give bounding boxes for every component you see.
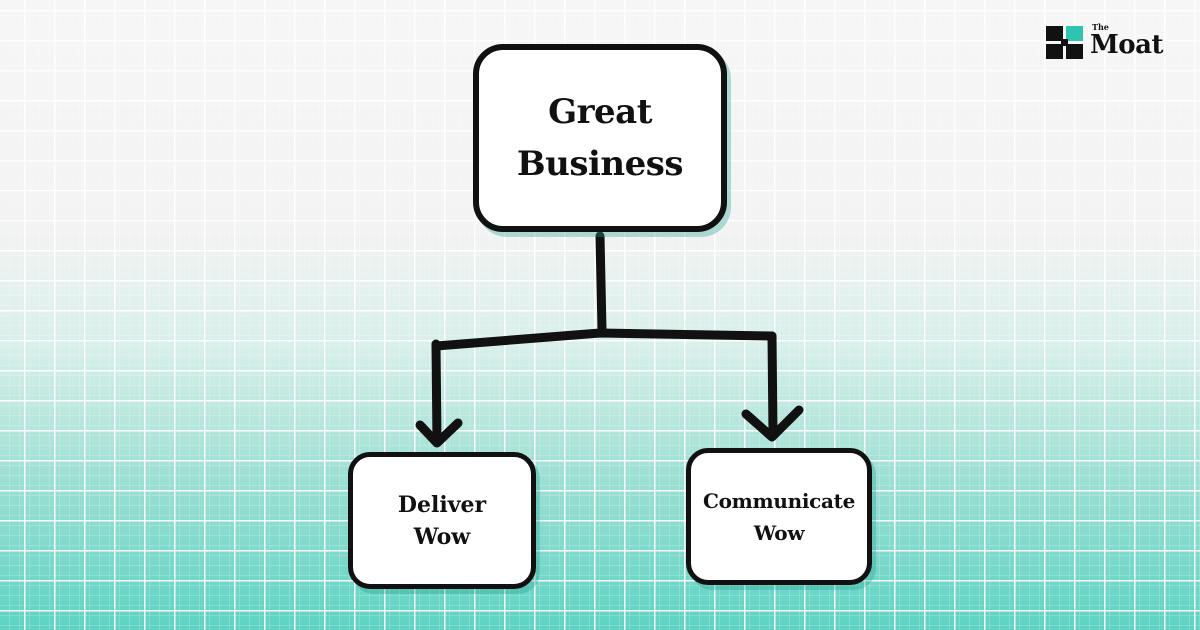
connector-stem xyxy=(595,231,607,335)
node-great-business-label: Great Business xyxy=(516,92,684,184)
connector-right-drop xyxy=(767,331,778,439)
node-deliver-wow-label: Deliver Wow xyxy=(397,491,487,550)
arrowhead-right xyxy=(741,405,804,442)
connector-branch xyxy=(431,328,777,351)
node-deliver-wow: Deliver Wow xyxy=(348,452,536,589)
brand-logo: The Moat xyxy=(1046,22,1163,60)
brand-name: Moat xyxy=(1090,30,1163,60)
arrowhead-left xyxy=(415,418,463,448)
node-communicate-wow: Communicate Wow xyxy=(686,448,872,585)
node-great-business: Great Business xyxy=(473,44,727,232)
connector-left-drop xyxy=(431,339,442,447)
moat-logo-icon xyxy=(1046,26,1086,60)
brand-small-word: The xyxy=(1092,22,1109,32)
node-communicate-wow-label: Communicate Wow xyxy=(702,488,856,545)
